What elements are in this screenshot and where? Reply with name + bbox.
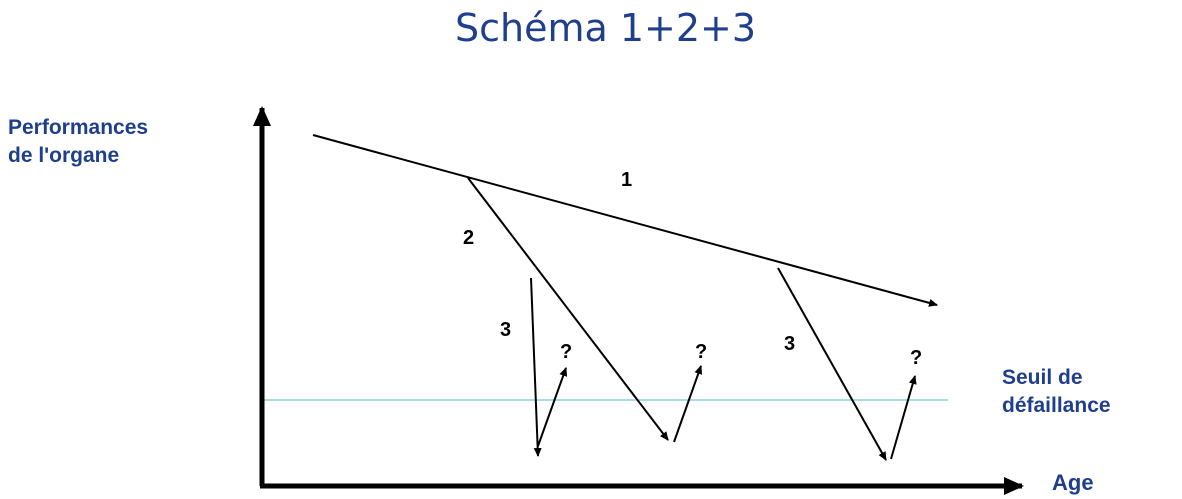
question-mark-3: ? [910, 347, 922, 369]
curve-2-rebound [673, 365, 703, 443]
y-axis-label-line2: de l'organe [8, 144, 120, 167]
question-mark-1: ? [560, 341, 572, 363]
curve-3a-line [530, 277, 542, 457]
curve-2-line [467, 177, 669, 441]
curve-3b-line [777, 267, 887, 461]
diagram-title: Schéma 1+2+3 [455, 6, 757, 50]
curve-3b-rebound [890, 375, 917, 460]
y-axis-label: Performances de l'organe [8, 114, 148, 170]
threshold-label: Seuil de défaillance [1002, 364, 1111, 420]
curve-3a-label: 3 [500, 319, 511, 341]
curve-3a-rebound [537, 367, 568, 447]
curve-1-label: 1 [621, 169, 632, 191]
curve-2-label: 2 [463, 227, 474, 249]
x-axis-label: Age [1052, 470, 1094, 495]
threshold-label-line1: Seuil de [1002, 366, 1083, 389]
y-axis-label-line1: Performances [8, 116, 149, 139]
threshold-label-line2: défaillance [1002, 394, 1111, 417]
curve-3b-label: 3 [784, 333, 795, 355]
question-mark-2: ? [695, 341, 707, 363]
curve-1-line [312, 134, 938, 307]
